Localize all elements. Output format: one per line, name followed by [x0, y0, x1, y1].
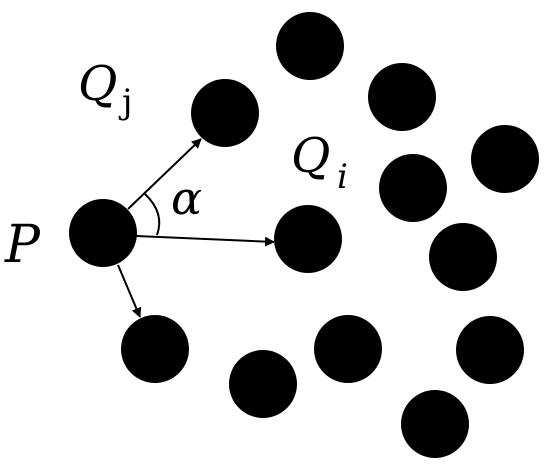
point-bottom-right [456, 316, 524, 384]
point-qi [274, 205, 342, 273]
angle-arc-alpha [144, 193, 161, 236]
label-qj: Q [78, 56, 117, 112]
label-alpha: α [171, 171, 202, 225]
point-right-mid [379, 154, 447, 222]
point-bottom-left-mid [229, 350, 297, 418]
point-top [276, 12, 344, 80]
label-p: P [4, 215, 41, 275]
arrow-to-qi [135, 235, 275, 247]
label-qj-sub: j [118, 82, 133, 122]
point-bottom-far-right [401, 390, 469, 458]
label-qi-sub: i [337, 157, 348, 197]
point-upper-right [368, 63, 436, 131]
arrow-to-lower-left [117, 264, 142, 318]
point-right-lower-mid [429, 223, 497, 291]
point-bottom-center [314, 315, 382, 383]
arrows [117, 138, 275, 318]
point-far-right [471, 125, 539, 193]
point-qj [191, 79, 259, 147]
label-qi: Q [291, 128, 330, 184]
point-lower-left [121, 315, 189, 383]
arrow-to-qj [127, 138, 202, 210]
point-p [69, 199, 137, 267]
points [69, 12, 539, 458]
